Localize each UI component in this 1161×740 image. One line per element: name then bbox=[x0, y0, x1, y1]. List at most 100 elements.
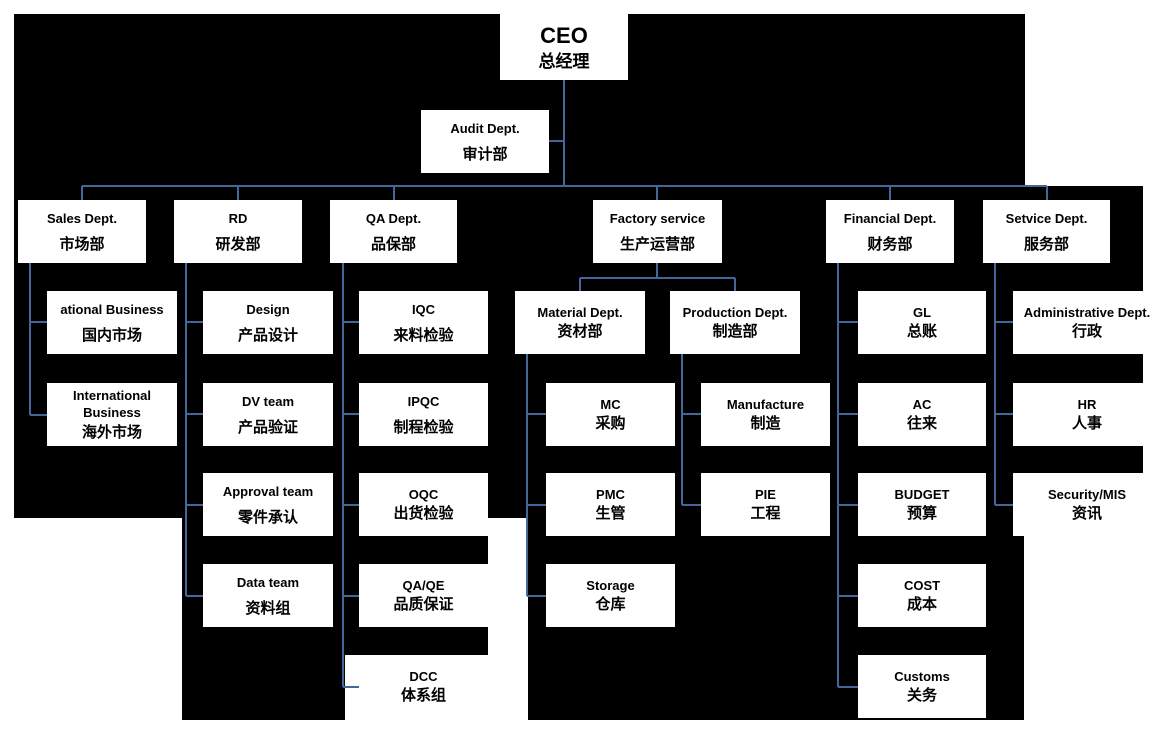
node-pie-zh-label: 工程 bbox=[750, 505, 781, 522]
node-dcc-zh-label: 体系组 bbox=[400, 687, 446, 704]
node-approval-zh-label: 零件承认 bbox=[237, 508, 298, 526]
node-cost: COST 成本 bbox=[858, 564, 986, 627]
connector-line-14 bbox=[681, 354, 701, 506]
node-cost-en-label: COST bbox=[903, 578, 941, 593]
node-service-en-label: Setvice Dept. bbox=[1005, 210, 1088, 226]
node-ac-en-label: AC bbox=[912, 397, 932, 412]
node-oqc-en-label: OQC bbox=[408, 487, 439, 502]
connector-line-11 bbox=[342, 263, 359, 688]
node-qaqe: QA/QE 品质保证 bbox=[359, 564, 488, 627]
node-audit-zh-label: 审计部 bbox=[462, 145, 508, 163]
node-security-zh-label: 资讯 bbox=[1071, 505, 1102, 522]
node-intl-en-label-0: International bbox=[72, 388, 151, 403]
node-admin-en-label: Administrative Dept. bbox=[1023, 305, 1151, 320]
node-storage-en-label: Storage bbox=[586, 578, 635, 593]
node-dv-en-label: DV team bbox=[241, 393, 295, 409]
node-intl-en-label-1: Business bbox=[83, 405, 141, 420]
node-dcc-en-label: DCC bbox=[409, 669, 438, 684]
node-qaqe-zh-label: 品质保证 bbox=[393, 596, 454, 613]
node-data-en-label: Data team bbox=[236, 574, 300, 590]
node-pie-en-label: PIE bbox=[755, 487, 776, 502]
node-oqc-zh-label: 出货检验 bbox=[393, 505, 454, 522]
node-gl: GL 总账 bbox=[858, 291, 986, 354]
node-rd-zh-label: 研发部 bbox=[215, 235, 261, 253]
node-cost-zh-label: 成本 bbox=[906, 596, 937, 613]
node-sales: Sales Dept.市场部 bbox=[18, 200, 146, 263]
node-design-zh-label: 产品设计 bbox=[237, 326, 298, 344]
node-mc-en-label: MC bbox=[600, 397, 621, 412]
node-pmc-en-label: PMC bbox=[596, 487, 625, 502]
node-budget-zh-label: 预算 bbox=[906, 505, 937, 522]
node-budget-en-label: BUDGET bbox=[894, 487, 950, 502]
node-storage-zh-label: 仓库 bbox=[595, 596, 626, 613]
node-material: Material Dept. 资材部 bbox=[515, 291, 645, 354]
node-design: Design 产品设计 bbox=[203, 291, 333, 354]
node-gl-en-label: GL bbox=[912, 305, 932, 320]
node-domestic: ational Business 国内市场 bbox=[47, 291, 177, 354]
node-admin: Administrative Dept.行政 bbox=[1013, 291, 1161, 354]
node-hr-zh-label: 人事 bbox=[1071, 415, 1102, 432]
node-pmc-zh-label: 生管 bbox=[595, 505, 626, 522]
node-material-en-label: Material Dept. bbox=[537, 305, 623, 320]
node-domestic-en-label: ational Business bbox=[60, 301, 164, 317]
node-iqc-en-label: IQC bbox=[411, 301, 436, 317]
node-design-en-label: Design bbox=[246, 301, 290, 317]
node-security-en-label: Security/MIS bbox=[1047, 487, 1127, 502]
node-mc-zh-label: 采购 bbox=[595, 415, 626, 432]
node-factory-zh-label: 生产运营部 bbox=[619, 235, 695, 253]
node-financial-zh-label: 财务部 bbox=[867, 235, 913, 253]
node-manufacture-zh-label: 制造 bbox=[750, 415, 781, 432]
connector-line-9 bbox=[29, 263, 47, 416]
node-gl-zh-label: 总账 bbox=[906, 323, 937, 340]
node-factory-en-label: Factory service bbox=[609, 210, 706, 226]
node-factory: Factory service 生产运营部 bbox=[593, 200, 722, 263]
node-data-zh-label: 资料组 bbox=[245, 599, 291, 617]
node-material-zh-label: 资材部 bbox=[557, 323, 603, 340]
node-financial-en-label: Financial Dept. bbox=[843, 210, 937, 226]
node-service-zh-label: 服务部 bbox=[1023, 235, 1069, 253]
node-service: Setvice Dept. 服务部 bbox=[983, 200, 1110, 263]
connector-line-15 bbox=[837, 263, 858, 688]
node-sales-en-label: Sales Dept. bbox=[46, 210, 118, 226]
node-manufacture-en-label: Manufacture bbox=[726, 397, 805, 412]
node-rd-en-label: RD bbox=[228, 210, 248, 226]
node-qa: QA Dept.品保部 bbox=[330, 200, 457, 263]
node-iqc: IQC 来料检验 bbox=[359, 291, 488, 354]
node-customs: Customs 关务 bbox=[858, 655, 986, 718]
connector-line-12 bbox=[579, 263, 736, 291]
node-domestic-zh-label: 国内市场 bbox=[81, 326, 142, 344]
node-financial: Financial Dept. 财务部 bbox=[826, 200, 954, 263]
node-ceo-en-label: CEO bbox=[540, 22, 588, 48]
node-dcc: DCC 体系组 bbox=[359, 655, 488, 718]
connector-line-10 bbox=[185, 263, 203, 597]
node-production-en-label: Production Dept. bbox=[682, 305, 788, 320]
node-audit: Audit Dept. 审计部 bbox=[421, 110, 549, 173]
node-manufacture: Manufacture 制造 bbox=[701, 383, 830, 446]
node-ac-zh-label: 往来 bbox=[906, 415, 937, 432]
node-rd: RD 研发部 bbox=[174, 200, 302, 263]
node-pie: PIE 工程 bbox=[701, 473, 830, 536]
connector-line-13 bbox=[526, 354, 546, 597]
node-hr-en-label: HR bbox=[1077, 397, 1097, 412]
node-hr: HR 人事 bbox=[1013, 383, 1161, 446]
node-customs-en-label: Customs bbox=[894, 669, 950, 684]
node-ipqc-en-label: IPQC bbox=[407, 393, 440, 409]
node-storage: Storage 仓库 bbox=[546, 564, 675, 627]
node-budget: BUDGET 预算 bbox=[858, 473, 986, 536]
node-qa-en-label: QA Dept. bbox=[365, 210, 422, 226]
node-pmc: PMC 生管 bbox=[546, 473, 675, 536]
node-customs-zh-label: 关务 bbox=[906, 687, 937, 704]
node-audit-en-label: Audit Dept. bbox=[450, 120, 520, 136]
node-ac: AC 往来 bbox=[858, 383, 986, 446]
node-qaqe-en-label: QA/QE bbox=[402, 578, 445, 593]
node-mc: MC 采购 bbox=[546, 383, 675, 446]
node-iqc-zh-label: 来料检验 bbox=[393, 326, 454, 344]
node-security: Security/MIS 资讯 bbox=[1013, 473, 1161, 536]
node-approval-en-label: Approval team bbox=[222, 483, 314, 499]
